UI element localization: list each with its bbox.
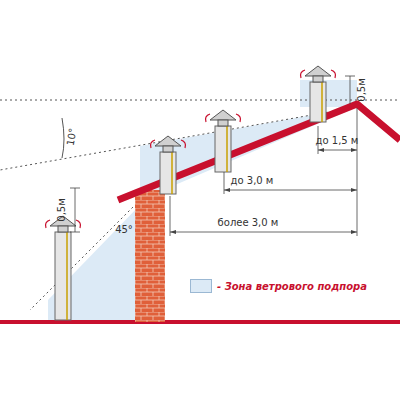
dimension-label: 0,5м: [356, 77, 368, 102]
legend-row: - Зона ветрового подпора: [190, 279, 367, 293]
dimension-label: до 1,5 м: [315, 135, 360, 147]
legend-swatch: [190, 279, 212, 293]
dimension-label: до 3,0 м: [230, 175, 275, 187]
legend-text: - Зона ветрового подпора: [217, 281, 367, 292]
angle-label: 10°: [64, 126, 79, 148]
dimension-label: 0,5м: [56, 197, 68, 222]
angle-label: 45°: [114, 224, 134, 236]
dimension-label: более 3,0 м: [217, 217, 280, 229]
